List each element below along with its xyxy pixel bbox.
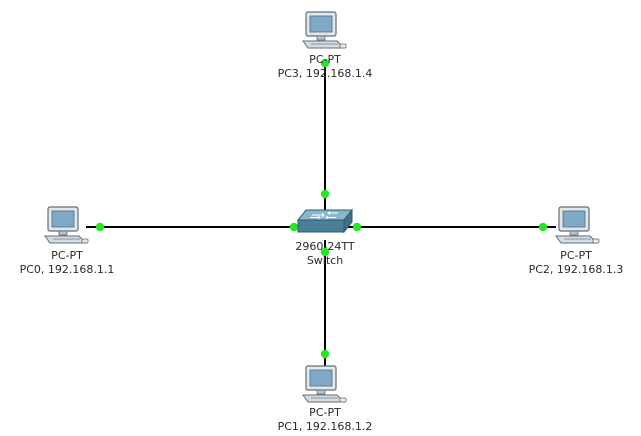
port-light-pc2 xyxy=(538,222,548,232)
device-caption-label: PC2, 192.168.1.3 xyxy=(528,263,624,276)
pc-icon xyxy=(44,206,89,244)
device-caption-label: Switch xyxy=(306,254,344,267)
device-model-label: PC-PT xyxy=(309,53,341,66)
port-light-switch-left xyxy=(289,222,299,232)
device-model-label: PC-PT xyxy=(309,406,341,419)
port-light-pc1 xyxy=(320,349,330,359)
pc-icon xyxy=(302,11,347,49)
pc-icon xyxy=(555,206,600,244)
device-model-label: PC-PT xyxy=(560,249,592,262)
port-light-switch-top xyxy=(320,189,330,199)
device-caption-label: PC0, 192.168.1.1 xyxy=(19,263,115,276)
pc-icon xyxy=(302,365,347,403)
port-light-pc0 xyxy=(95,222,105,232)
port-light-switch-right xyxy=(352,222,362,232)
device-model-label: 2960-24TT xyxy=(295,240,355,253)
device-model-label: PC-PT xyxy=(51,249,83,262)
device-caption-label: PC1, 192.168.1.2 xyxy=(277,420,373,433)
port-light-switch-bottom xyxy=(320,247,330,257)
port-light-pc3 xyxy=(320,58,330,68)
device-caption-label: PC3, 192.168.1.4 xyxy=(277,67,373,80)
switch-icon xyxy=(296,208,354,234)
